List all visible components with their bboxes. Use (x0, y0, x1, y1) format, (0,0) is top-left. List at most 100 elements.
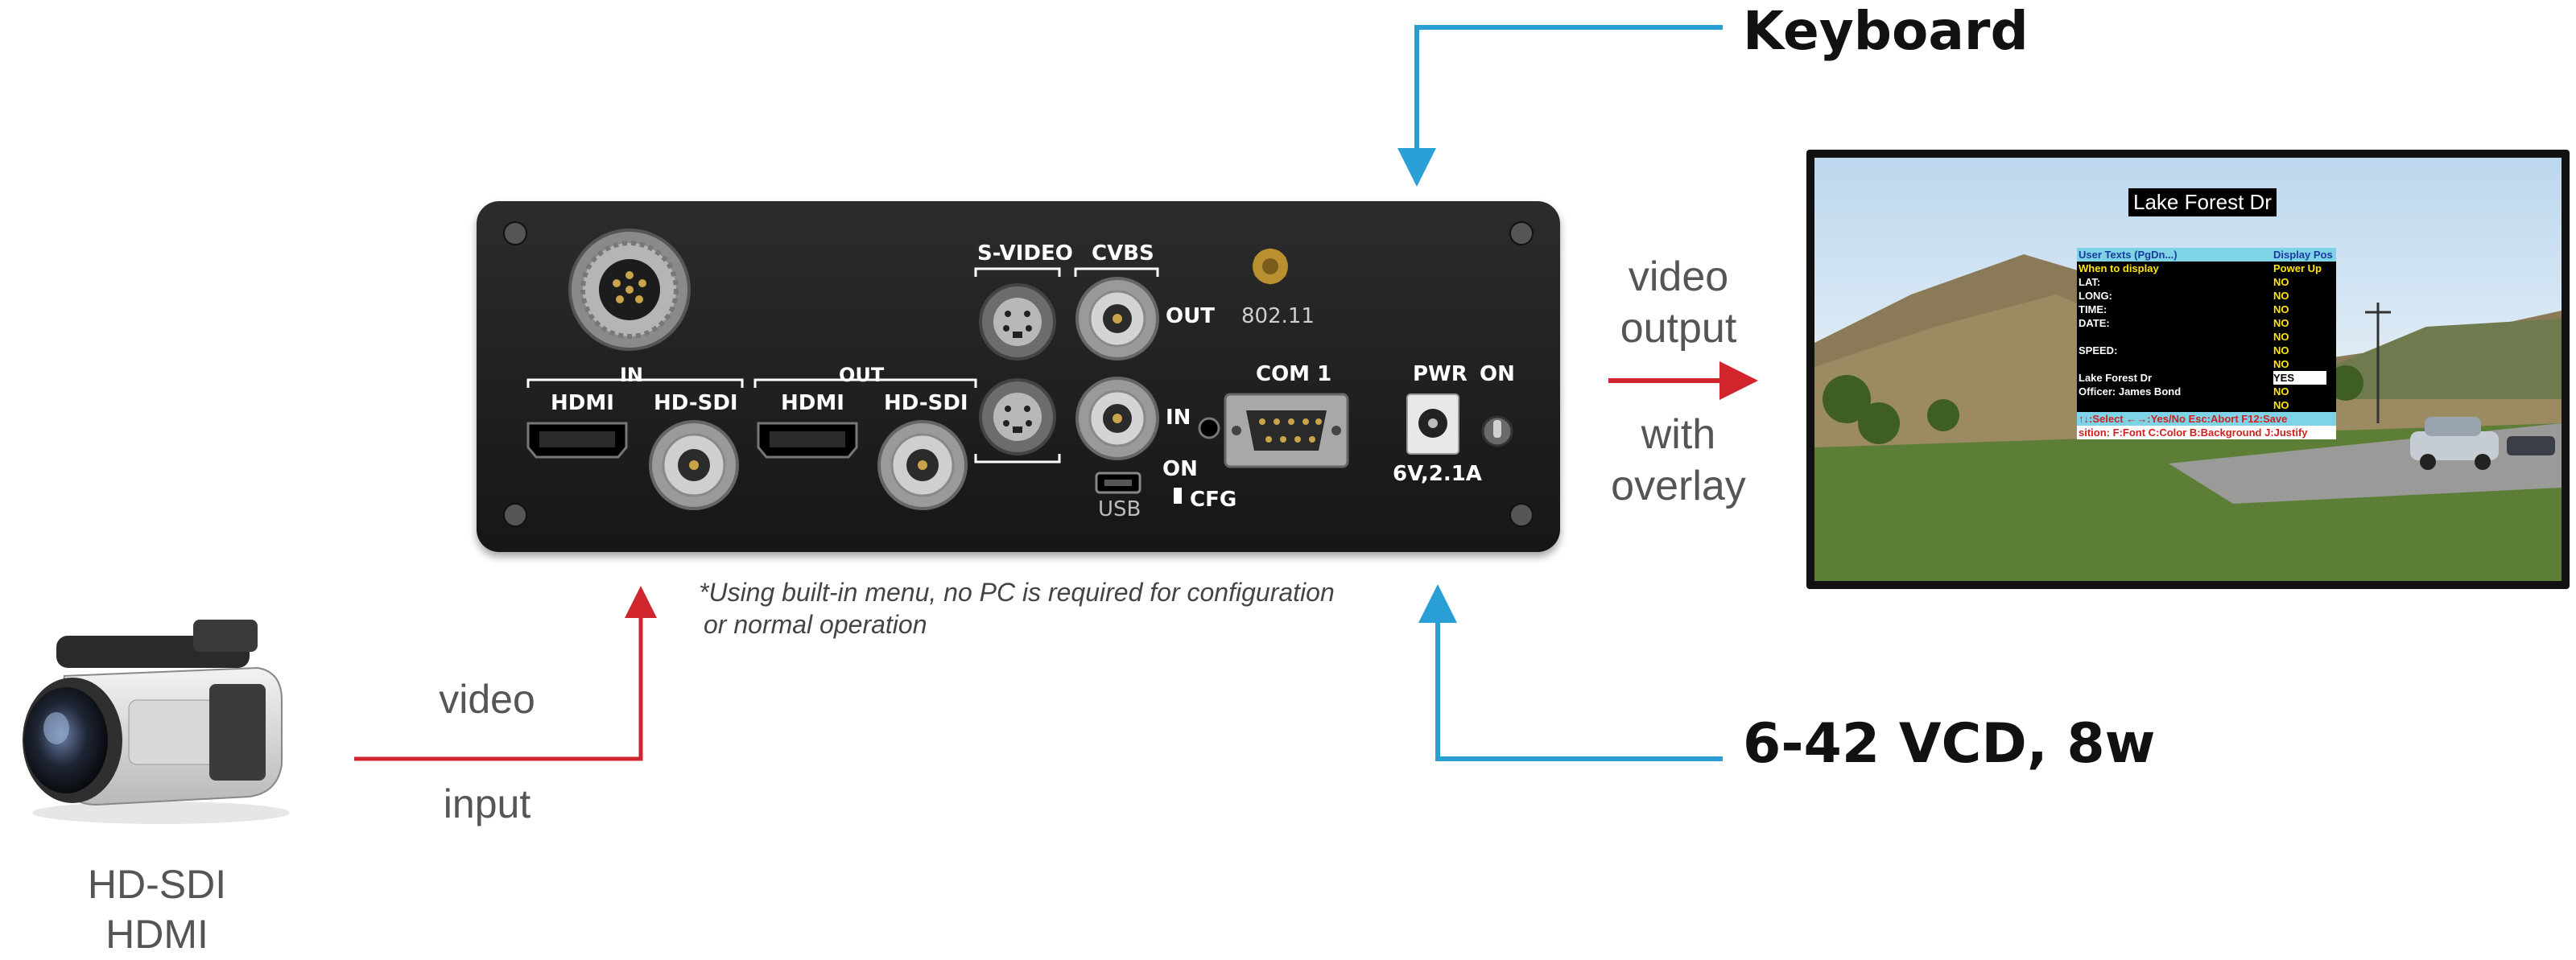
osd-row-label: DATE: (2079, 317, 2110, 329)
overlay-street-title: Lake Forest Dr (2128, 188, 2277, 216)
osd-menu-row[interactable]: Lake Forest Dr YES (2077, 371, 2336, 385)
video-input-label-top: video (439, 677, 535, 722)
video-frame: Lake Forest Dr User Texts (PgDn...) Disp… (1814, 158, 2562, 581)
osd-menu: User Texts (PgDn...) Display Pos When to… (2077, 248, 2336, 439)
osd-footer2: sition: F:Font C:Color B:Background J:Ju… (2079, 426, 2308, 439)
osd-footer2-bar: sition: F:Font C:Color B:Background J:Ju… (2077, 426, 2336, 439)
configuration-note: *Using built-in menu, no PC is required … (699, 576, 1335, 641)
camera-type-hdmi: HDMI (105, 912, 208, 957)
panel-pwr-label: PWR (1413, 362, 1468, 386)
osd-menu-row[interactable]: When to display Power Up (2077, 262, 2336, 275)
osd-menu-header: User Texts (PgDn...) Display Pos (2077, 248, 2336, 262)
output-monitor: Lake Forest Dr User Texts (PgDn...) Disp… (1806, 150, 2570, 589)
svideo-port-top (979, 283, 1056, 361)
with-overlay-line2: overlay (1611, 463, 1746, 509)
video-output-line2: output (1620, 305, 1737, 352)
osd-header-left: User Texts (PgDn...) (2079, 249, 2178, 261)
note-line1: *Using built-in menu, no PC is required … (699, 578, 1335, 607)
power-connector (1418, 584, 1723, 761)
hdmi-out-port (757, 422, 858, 459)
panel-in-label: IN (620, 364, 644, 386)
osd-menu-row[interactable]: SPEED: NO (2077, 344, 2336, 357)
osd-header-right: Display Pos (2273, 249, 2333, 261)
panel-cfg-label: CFG (1190, 488, 1237, 512)
video-output-line1: video (1628, 253, 1729, 300)
camera-type-label: HD-SDI HDMI (48, 859, 266, 959)
screw (1509, 221, 1534, 245)
cvbs-in-bnc (1075, 377, 1159, 460)
osd-row-value: NO (2273, 303, 2289, 315)
osd-row-label: TIME: (2079, 303, 2107, 315)
hdmi-in-port (526, 422, 628, 459)
osd-row-value: NO (2273, 290, 2289, 302)
note-line2: or normal operation (704, 610, 927, 639)
panel-out-label: OUT (839, 364, 885, 386)
panel-cvbs-in-label: IN (1166, 406, 1191, 430)
wifi-antenna-connector (1253, 248, 1288, 285)
svideo-port-bottom (979, 378, 1056, 455)
car-silhouette (2410, 417, 2555, 470)
osd-row-value: Power Up (2273, 262, 2322, 274)
osd-row-label: Lake Forest Dr (2079, 372, 2153, 384)
camera-type-hdsdi: HD-SDI (87, 862, 227, 907)
with-overlay-line1: with (1641, 411, 1716, 458)
osd-menu-row[interactable]: DATE: NO (2077, 316, 2336, 330)
osd-menu-row[interactable]: LONG: NO (2077, 289, 2336, 303)
com1-db9-port (1224, 393, 1349, 468)
panel-in-hdmi-label: HDMI (551, 391, 614, 415)
osd-row-label: When to display (2079, 262, 2159, 274)
panel-cvbs-label: CVBS (1092, 241, 1154, 266)
input-multipin-connector (568, 229, 691, 351)
panel-in-hdsdi-label: HD-SDI (654, 391, 738, 415)
osd-menu-row[interactable]: LAT: NO (2077, 275, 2336, 289)
osd-menu-row[interactable]: NO (2077, 330, 2336, 344)
hdsdi-in-bnc (649, 420, 739, 510)
device-ports (503, 221, 1534, 527)
osd-row-label: Officer: James Bond (2079, 385, 2182, 398)
panel-out-hdsdi-label: HD-SDI (884, 391, 968, 415)
power-jack (1406, 393, 1459, 455)
video-input-label-bottom: input (443, 781, 531, 826)
video-input-connector (354, 586, 657, 761)
osd-row-label: SPEED: (2079, 344, 2118, 356)
power-switch (1481, 415, 1513, 447)
osd-row-label: LAT: (2079, 276, 2101, 288)
osd-row-value: NO (2273, 276, 2289, 288)
cvbs-out-bnc (1075, 277, 1159, 361)
panel-on-label: ON (1480, 362, 1515, 386)
panel-out-hdmi-label: HDMI (781, 391, 844, 415)
panel-usb-label: USB (1098, 497, 1141, 521)
osd-row-value: YES (2273, 371, 2327, 385)
panel-cvbs-out-label: OUT (1166, 304, 1215, 328)
osd-menu-row[interactable]: TIME: NO (2077, 303, 2336, 316)
panel-svideo-label: S-VIDEO (977, 241, 1073, 266)
panel-com1-label: COM 1 (1256, 362, 1332, 386)
screw (503, 221, 527, 245)
cfg-switch (1174, 488, 1182, 504)
osd-footer1: ↑↓:Select ←→:Yes/No Esc:Abort F12:Save (2079, 413, 2288, 425)
osd-row-label: LONG: (2079, 290, 2112, 302)
osd-footer1-bar: ↑↓:Select ←→:Yes/No Esc:Abort F12:Save (2077, 412, 2336, 426)
osd-row-value: NO (2273, 317, 2289, 329)
osd-row-value: NO (2273, 358, 2289, 370)
osd-menu-row[interactable]: NO (2077, 357, 2336, 371)
with-overlay-label: with overlay (1586, 409, 1771, 512)
keyboard-label: Keyboard (1743, 0, 2029, 62)
usb-port (1095, 472, 1141, 494)
osd-menu-row[interactable]: NO (2077, 398, 2336, 412)
power-input-label: 6-42 VCD, 8w (1743, 712, 2156, 776)
video-output-label: video output (1586, 251, 1771, 354)
device-back-panel: IN OUT HDMI HD-SDI HDMI HD-SDI S-VIDEO C… (477, 201, 1560, 552)
osd-row-value: NO (2273, 399, 2289, 411)
camcorder-icon (23, 620, 290, 824)
hdsdi-out-bnc (877, 420, 968, 510)
panel-cfg-on-label: ON (1162, 457, 1198, 481)
keyboard-connector (1397, 25, 1723, 187)
osd-row-value: NO (2273, 344, 2289, 356)
panel-pwr-spec-label: 6V,2.1A (1393, 462, 1482, 486)
reset-hole (1198, 417, 1220, 439)
panel-antenna-label: 802.11 (1241, 304, 1315, 328)
